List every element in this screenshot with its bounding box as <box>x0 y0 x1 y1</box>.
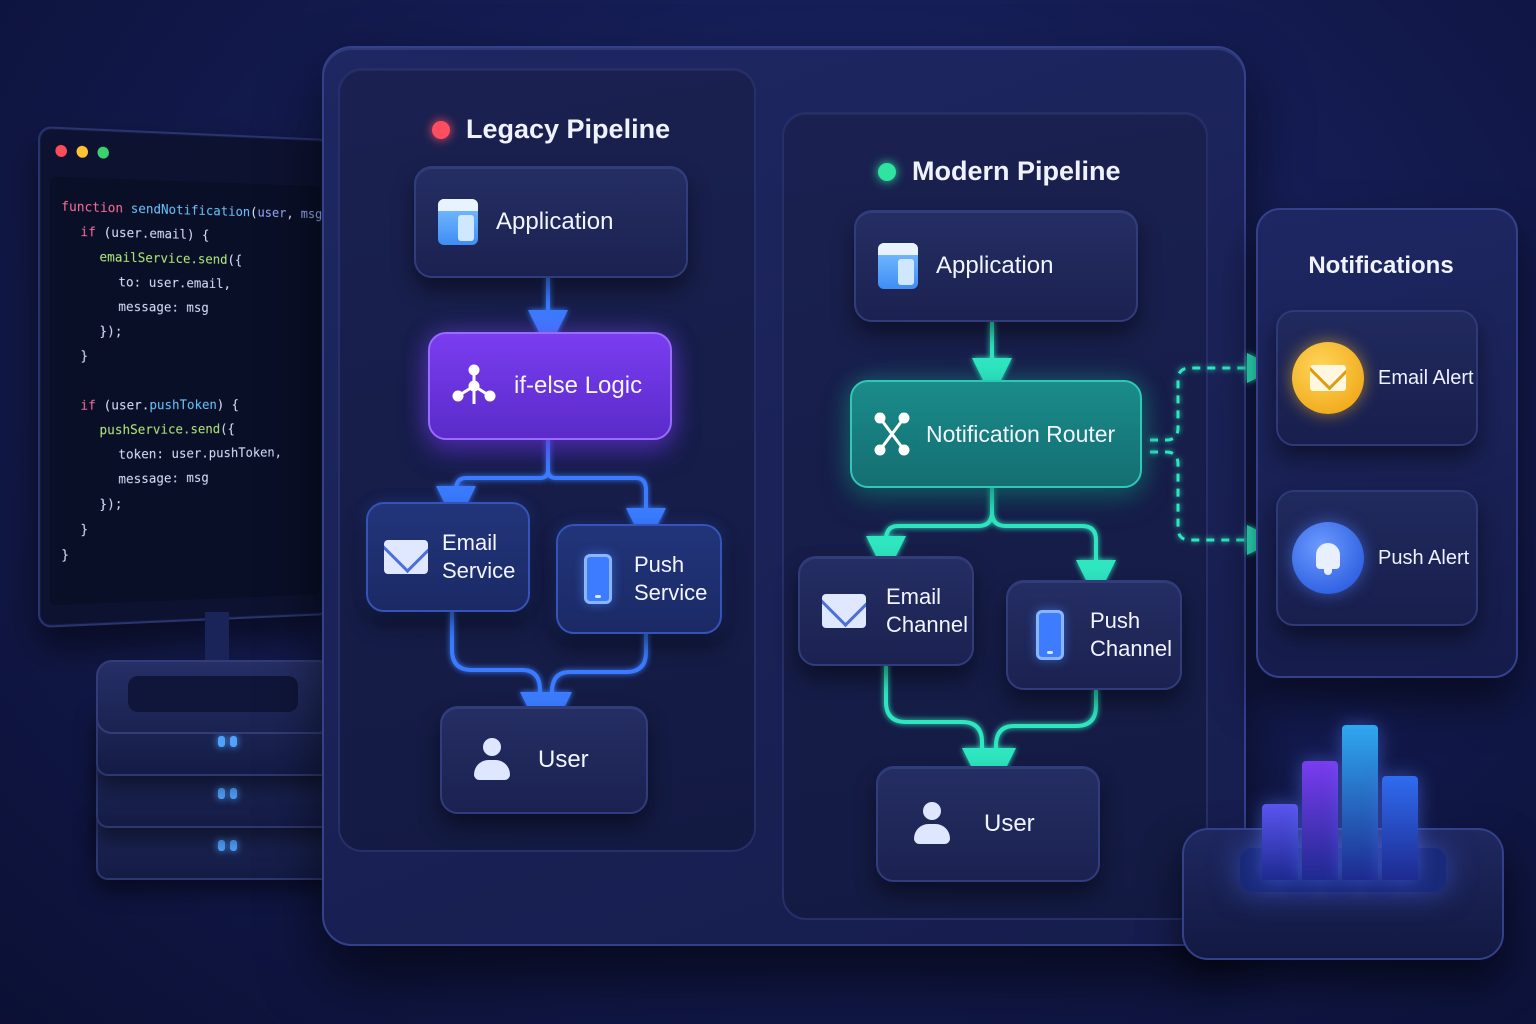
code-line: }); <box>99 323 123 340</box>
decor-bar <box>1382 776 1418 880</box>
router-label: Notification Router <box>926 420 1116 447</box>
code-line: emailService.send({ <box>99 249 243 269</box>
email-alert-card[interactable]: Email Alert <box>1276 310 1478 446</box>
push-alert-label: Push Alert <box>1378 546 1470 569</box>
modern-pipeline-title: Modern Pipeline <box>878 156 1121 187</box>
notifications-title: Notifications <box>1308 252 1454 279</box>
user-icon <box>474 738 510 782</box>
decorative-bar-chart <box>1262 700 1432 880</box>
code-line <box>61 369 309 394</box>
code-window: function sendNotification(user, msg) {if… <box>38 126 343 628</box>
legacy-user-label: User <box>538 746 589 773</box>
legacy-application-node[interactable]: Application <box>414 166 688 278</box>
code-line: pushService.send({ <box>99 421 235 439</box>
legacy-user-node[interactable]: User <box>440 706 648 814</box>
modern-title-text: Modern Pipeline <box>912 156 1121 186</box>
legacy-if-else-logic-node[interactable]: if-else Logic <box>428 332 672 440</box>
legacy-logic-label: if-else Logic <box>514 372 643 399</box>
modern-application-node[interactable]: Application <box>854 210 1138 322</box>
push-alert-card[interactable]: Push Alert <box>1276 490 1478 626</box>
email-alert-badge <box>1292 342 1364 414</box>
code-line: to: user.email, <box>118 274 231 293</box>
code-line: } <box>80 348 89 365</box>
modern-user-node[interactable]: User <box>876 766 1100 882</box>
application-window-icon <box>438 199 478 245</box>
legacy-application-label: Application <box>496 208 614 235</box>
legacy-pipeline-title: Legacy Pipeline <box>432 114 670 145</box>
modern-user-label: User <box>984 810 1035 837</box>
envelope-icon <box>384 540 428 574</box>
decor-bar <box>1342 725 1378 880</box>
decor-bar <box>1302 761 1338 880</box>
push-alert-badge <box>1292 522 1364 594</box>
window-controls <box>40 128 329 183</box>
smartphone-icon <box>584 554 612 604</box>
envelope-icon <box>1310 365 1346 391</box>
branch-icon <box>452 364 496 408</box>
user-icon <box>914 802 950 846</box>
minimize-dot-icon[interactable] <box>76 145 89 158</box>
application-window-icon <box>878 243 918 289</box>
maximize-dot-icon[interactable] <box>97 146 109 159</box>
status-red-dot-icon <box>432 120 450 139</box>
close-dot-icon[interactable] <box>55 144 67 158</box>
bell-icon <box>1313 541 1343 575</box>
code-editor[interactable]: function sendNotification(user, msg) {if… <box>49 176 343 606</box>
code-line: message: msg <box>118 299 209 316</box>
decor-bar <box>1262 804 1298 880</box>
email-alert-label: Email Alert <box>1378 366 1474 389</box>
server-top <box>96 660 334 734</box>
code-line: token: user.pushToken, <box>118 444 282 463</box>
code-line: if (user.pushToken) { <box>80 397 239 414</box>
router-hub-icon <box>874 412 910 456</box>
envelope-icon <box>822 594 866 628</box>
status-green-dot-icon <box>878 162 896 181</box>
modern-application-label: Application <box>936 252 1054 279</box>
smartphone-icon <box>1036 610 1064 660</box>
legacy-title-text: Legacy Pipeline <box>466 114 671 144</box>
notification-router-node[interactable]: Notification Router <box>850 380 1142 488</box>
